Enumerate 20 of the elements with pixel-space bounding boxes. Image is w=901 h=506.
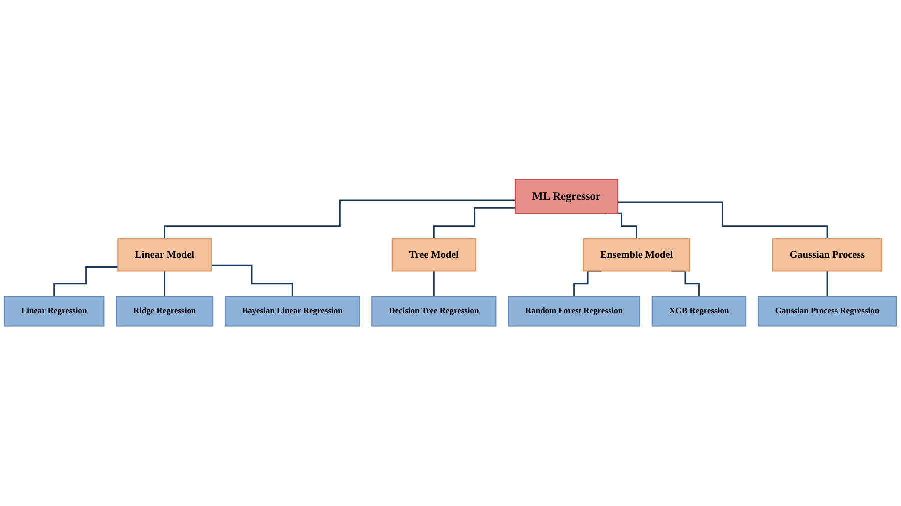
node-box: Linear Model bbox=[118, 238, 212, 272]
node-box: Linear Regression bbox=[4, 296, 105, 327]
node-box: ML Regressor bbox=[514, 179, 618, 214]
connector bbox=[54, 266, 118, 298]
node-box: Tree Model bbox=[392, 238, 476, 272]
node-box: Gaussian Process Regression bbox=[758, 296, 898, 327]
node-box: Bayesian Linear Regression bbox=[224, 296, 360, 327]
node-box: XGB Regression bbox=[652, 296, 747, 327]
node-box: Ensemble Model bbox=[583, 238, 691, 272]
node-box: Ridge Regression bbox=[116, 296, 214, 327]
connector bbox=[211, 264, 294, 298]
connector bbox=[433, 207, 516, 240]
node-box: Decision Tree Regression bbox=[372, 296, 497, 327]
connector bbox=[826, 270, 828, 298]
connector bbox=[618, 202, 828, 240]
node-box: Gaussian Process bbox=[772, 238, 883, 272]
connector bbox=[164, 270, 166, 298]
connector bbox=[164, 200, 516, 240]
connector bbox=[433, 270, 435, 298]
node-box: Random Forest Regression bbox=[508, 296, 641, 327]
